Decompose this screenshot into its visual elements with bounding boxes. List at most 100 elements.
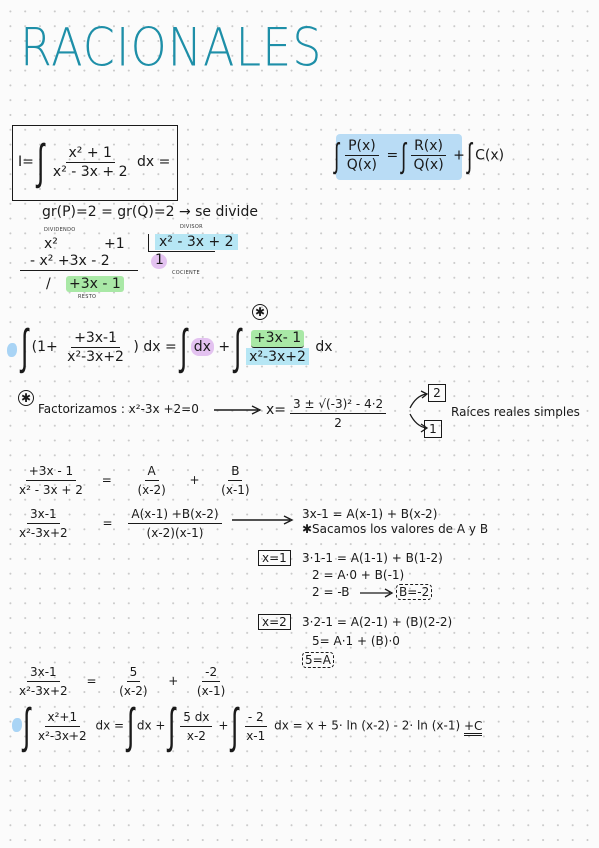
final-expression: ∫ x²+1 x²-3x+2 dx = ∫ dx + ∫ 5 dx x-2 + … bbox=[22, 698, 483, 754]
label-dividendo: DIVIDENDO bbox=[44, 227, 76, 233]
rule-q2: Q(x) bbox=[413, 157, 444, 173]
quadratic-formula: 3 ± √(-3)² - 4·2 2 bbox=[288, 396, 388, 431]
partial-frac-left: +3x - 1 x² - 3x + 2 bbox=[16, 463, 86, 498]
partial-frac-combined: A(x-1) +B(x-2) (x-2)(x-1) bbox=[128, 506, 222, 541]
step1-expression: ∫ (1+ +3x-1 x²-3x+2 ) dx = ∫ dx + ∫ +3x-… bbox=[20, 319, 333, 375]
root-box-2: 2 bbox=[428, 384, 446, 402]
partial-den2: x²-3x+2 bbox=[19, 526, 68, 540]
partial-a-den: (x-2) bbox=[137, 483, 166, 497]
integral-sign-icon: ∫ bbox=[233, 319, 241, 375]
final-den: x²-3x+2 bbox=[37, 728, 87, 743]
rule-highlight bbox=[336, 134, 462, 180]
partial-eq: = bbox=[101, 473, 112, 487]
partial-c-num: A(x-1) +B(x-2) bbox=[128, 506, 222, 524]
partial-den1: x² - 3x + 2 bbox=[19, 483, 83, 497]
result-n2: 5 bbox=[126, 664, 141, 682]
fraction-denominator: x² - 3x + 2 bbox=[52, 163, 128, 180]
partial-b-den: (x-1) bbox=[221, 483, 250, 497]
blue-marker-icon bbox=[7, 343, 17, 357]
final-dx2: dx + bbox=[136, 718, 166, 733]
partial-frac-a: A (x-2) bbox=[128, 463, 176, 498]
integral-sign-icon: ∫ bbox=[22, 698, 31, 754]
final-fraction: x²+1 x²-3x+2 bbox=[35, 709, 90, 744]
rule-plus: + bbox=[453, 147, 465, 164]
dividend-plus-one: +1 bbox=[104, 236, 125, 252]
integral-box bbox=[12, 125, 178, 201]
roots-note: Raíces reales simples bbox=[451, 405, 580, 419]
rule-fraction-r: R(x) Q(x) bbox=[410, 138, 447, 173]
remainder: +3x - 1 bbox=[66, 276, 124, 292]
case2-line2: 5= A·1 + (B)·0 bbox=[312, 634, 400, 648]
case1-result: B=-2 bbox=[396, 584, 433, 600]
step1-plus: + bbox=[218, 339, 231, 355]
integral-sign-icon: ∫ bbox=[37, 134, 45, 190]
step1-num: +3x-1 bbox=[71, 330, 120, 348]
rule-equals: = bbox=[386, 147, 399, 164]
quotient: 1 bbox=[155, 252, 164, 268]
step1-star-icon: ✱ bbox=[252, 304, 268, 320]
integral-fraction: x² + 1 x² - 3x + 2 bbox=[50, 145, 131, 180]
step1-den: x²-3x+2 bbox=[67, 348, 124, 365]
result-frac-5: 5 (x-2) bbox=[112, 664, 154, 699]
case1-line3: 2 = -B bbox=[312, 585, 350, 599]
final-den-m1: x-1 bbox=[246, 728, 266, 743]
result-d3: (x-1) bbox=[196, 684, 226, 698]
case2-label: x=2 bbox=[258, 614, 291, 630]
arrow-right-icon bbox=[232, 515, 294, 525]
partial-eq2: = bbox=[102, 516, 113, 530]
partial-result-note: ✱Sacamos los valores de A y B bbox=[302, 522, 489, 536]
final-frac-5: 5 dx x-2 bbox=[180, 709, 213, 744]
final-num-m2: - 2 bbox=[244, 709, 267, 727]
final-dx1: dx = bbox=[95, 718, 125, 733]
degree-line: gr(P)=2 = gr(Q)=2 → se divide bbox=[42, 204, 258, 220]
partial-c-den: (x-2)(x-1) bbox=[146, 526, 204, 540]
division-line bbox=[20, 270, 138, 271]
result-d2: (x-2) bbox=[119, 684, 148, 698]
label-divisor: DIVISOR bbox=[180, 224, 203, 230]
fraction-numerator: x² + 1 bbox=[65, 145, 115, 163]
divisor: x² - 3x + 2 bbox=[155, 234, 238, 250]
partial-num2: 3x-1 bbox=[26, 506, 60, 524]
integral-sign-icon: ∫ bbox=[20, 319, 29, 375]
partial-frac-left2: 3x-1 x²-3x+2 bbox=[16, 506, 71, 541]
integral-sign-icon: ∫ bbox=[334, 135, 340, 176]
step1-close: ) dx = bbox=[133, 339, 177, 355]
result-num1: 3x-1 bbox=[26, 664, 60, 682]
factor-star-icon: ✱ bbox=[18, 390, 34, 406]
case1-line1: 3·1-1 = A(1-1) + B(1-2) bbox=[302, 551, 443, 565]
step1-den2: x²-3x+2 bbox=[246, 347, 309, 365]
rule-expression: ∫ P(x) Q(x) = ∫ R(x) Q(x) + ∫ C(x) bbox=[334, 135, 504, 176]
integral-sign-icon: ∫ bbox=[168, 698, 176, 754]
step1-open: (1+ bbox=[31, 339, 58, 355]
partial-row1: +3x - 1 x² - 3x + 2 = A (x-2) + B (x-1) bbox=[14, 463, 259, 498]
rule-r: R(x) bbox=[411, 138, 447, 156]
dividend-x2: x² bbox=[44, 236, 58, 252]
divisor-bracket bbox=[148, 234, 215, 252]
label-cociente: COCIENTE bbox=[172, 270, 200, 276]
result-frac-left: 3x-1 x²-3x+2 bbox=[16, 664, 71, 699]
partial-b-num: B bbox=[228, 463, 243, 481]
partial-a-num: A bbox=[144, 463, 159, 481]
step1-fraction: +3x-1 x²-3x+2 bbox=[64, 330, 127, 365]
result-plus: + bbox=[168, 674, 179, 688]
step1-fraction2: +3x- 1 x²-3x+2 bbox=[246, 329, 309, 365]
result-frac-m2: -2 (x-1) bbox=[192, 664, 230, 699]
final-answer: dx = x + 5· ln (x-2) - 2· ln (x-1) bbox=[274, 718, 461, 733]
final-den5: x-2 bbox=[186, 728, 206, 743]
root-box-1: 1 bbox=[424, 420, 442, 438]
factor-text: Factorizamos : x²-3x +2=0 bbox=[38, 402, 199, 416]
rule-p: P(x) bbox=[345, 138, 379, 156]
integral-sign-icon: ∫ bbox=[467, 135, 473, 176]
case2-result: 5=A bbox=[302, 652, 334, 668]
quotient-highlight bbox=[151, 254, 167, 269]
result-fraction-row: 3x-1 x²-3x+2 = 5 (x-2) + -2 (x-1) bbox=[14, 664, 232, 699]
quadratic-num: 3 ± √(-3)² - 4·2 bbox=[290, 396, 387, 414]
quadratic-den: 2 bbox=[334, 416, 342, 430]
arrow-right-icon bbox=[214, 405, 262, 415]
integral-sign-icon: ∫ bbox=[400, 135, 406, 176]
case1-line2: 2 = A·0 + B(-1) bbox=[312, 568, 405, 582]
partial-row2: 3x-1 x²-3x+2 = A(x-1) +B(x-2) (x-2)(x-1) bbox=[14, 506, 224, 541]
integral-tail: dx = bbox=[136, 154, 171, 170]
step1-tail: dx bbox=[315, 339, 333, 355]
quadratic-fraction: 3 ± √(-3)² - 4·2 2 bbox=[290, 396, 387, 431]
